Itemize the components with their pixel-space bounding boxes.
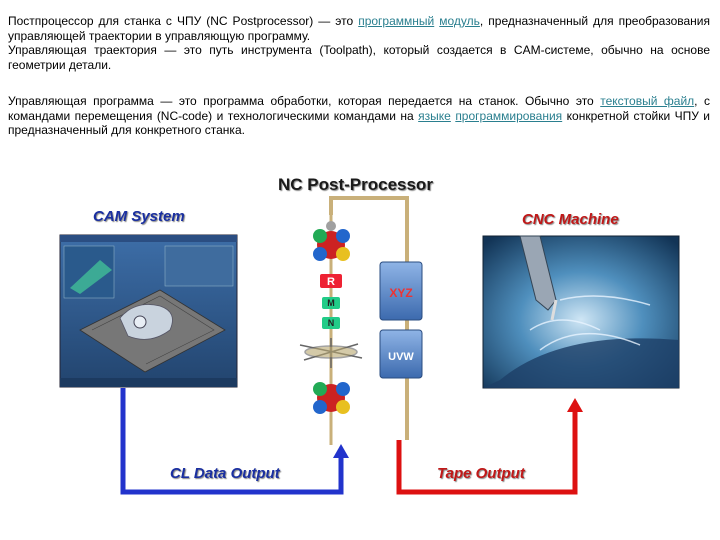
top-node: [313, 221, 350, 261]
intro-text-3: Управляющая траектория — это путь инстру…: [8, 43, 710, 72]
svg-text:XYZ: XYZ: [389, 286, 412, 300]
rmn-tags: R M N: [320, 274, 342, 329]
svg-text:UVW: UVW: [388, 351, 414, 363]
program-text-3: конкретной стойки ЧПУ и предназначенный …: [8, 108, 710, 138]
program-text-1: Управляющая программа — это программа об…: [8, 94, 601, 108]
link-text-file[interactable]: текстовый файл: [600, 94, 695, 108]
link-module[interactable]: модуль: [439, 14, 480, 28]
bottom-node: [313, 382, 350, 414]
cam-system-label: CAM System: [93, 208, 185, 225]
program-text-2: , с командами перемещения (NC-code) и те…: [8, 94, 710, 123]
cnc-photo: [482, 235, 680, 389]
link-programming[interactable]: программирования: [455, 108, 563, 123]
intro-text-2: , предназначенный для преобразования упр…: [8, 14, 710, 43]
box-xyz: XYZ: [379, 261, 423, 321]
tape-output-arrow: [396, 398, 583, 495]
box-uvw: UVW: [379, 329, 423, 379]
cnc-machine-label: CNC Machine: [522, 211, 619, 228]
svg-text:N: N: [328, 318, 335, 328]
link-program[interactable]: программный: [358, 14, 435, 28]
intro-text-1: Постпроцессор для станка с ЧПУ (NC Postp…: [8, 14, 359, 28]
link-language[interactable]: языке: [418, 108, 451, 123]
svg-text:M: M: [327, 298, 335, 308]
svg-text:R: R: [327, 276, 335, 288]
tape-output-label: Tape Output: [437, 465, 525, 482]
cl-data-output-label: CL Data Output: [170, 465, 280, 482]
paragraph-program: Управляющая программа — это программа об…: [8, 94, 710, 138]
paragraph-intro: Постпроцессор для станка с ЧПУ (NC Postp…: [8, 14, 710, 72]
cam-screenshot: [59, 234, 238, 388]
processor-hub: [299, 338, 363, 368]
diagram-title: NC Post-Processor: [278, 175, 433, 194]
cl-data-arrow: [120, 388, 349, 495]
